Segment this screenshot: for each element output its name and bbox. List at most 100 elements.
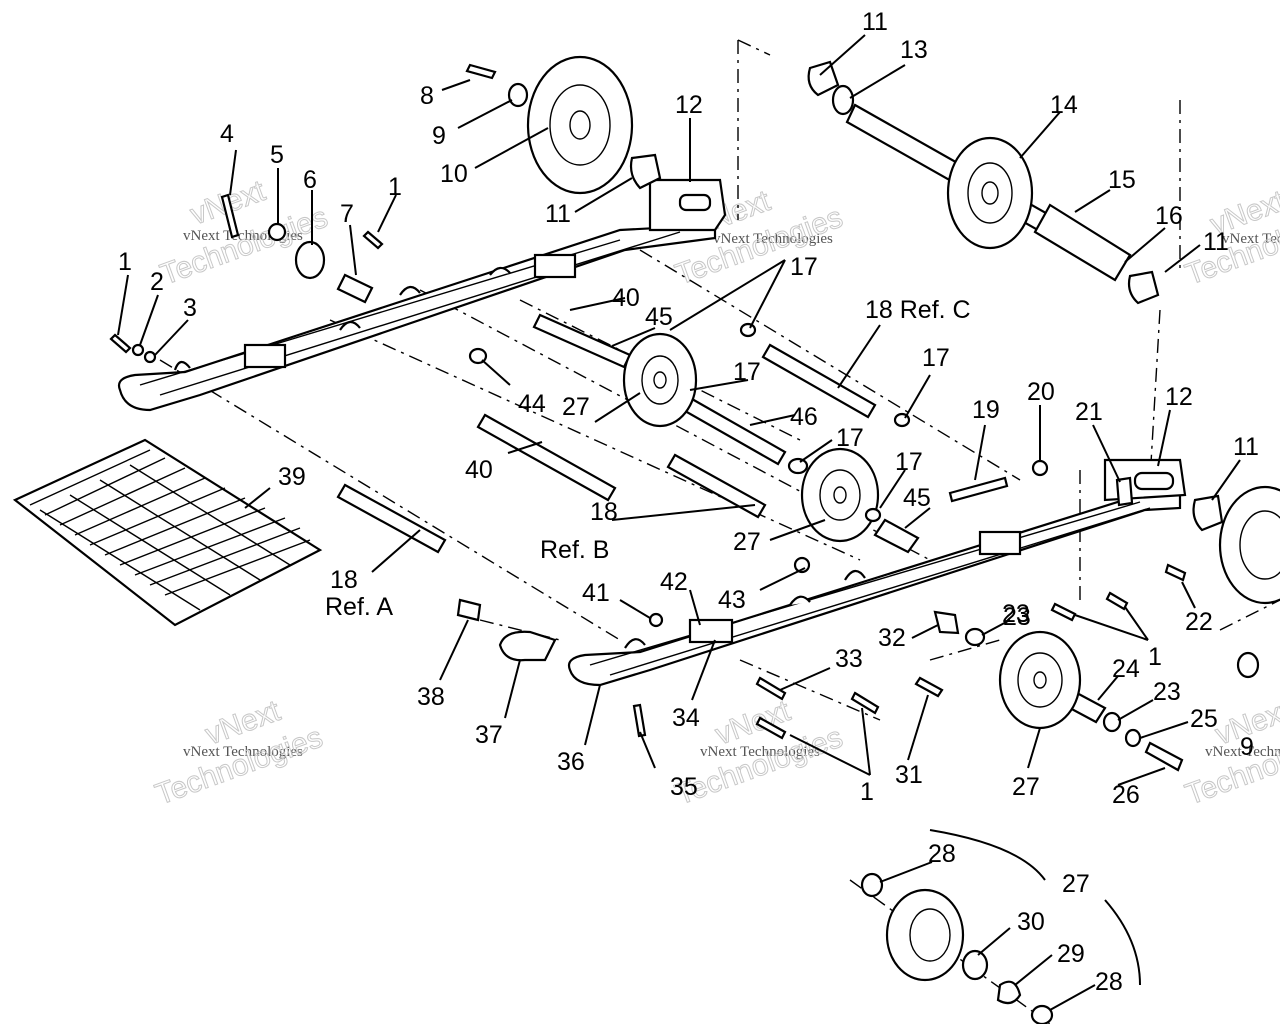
callout-17: 17 bbox=[790, 253, 818, 281]
washer-5 bbox=[267, 222, 287, 242]
callout-37: 37 bbox=[475, 721, 503, 749]
washer-3 bbox=[143, 350, 157, 364]
spacer-28-bottom bbox=[1030, 1004, 1054, 1024]
callout-18-ref-c: 18 Ref. C bbox=[865, 296, 971, 324]
callout-22: 22 bbox=[1185, 608, 1213, 636]
assembly-line bbox=[329, 319, 861, 561]
callout-ref-a: Ref. A bbox=[325, 593, 393, 621]
assembly-line bbox=[639, 249, 1021, 481]
callout-9: 9 bbox=[432, 122, 446, 150]
shaft-40-lower bbox=[476, 413, 617, 502]
callout-17: 17 bbox=[836, 424, 864, 452]
shaft-18-ref-a bbox=[336, 483, 447, 554]
hardware bbox=[109, 60, 1260, 772]
shaft-40-upper bbox=[532, 313, 632, 369]
bolt-31 bbox=[914, 676, 944, 698]
bolt-22 bbox=[1164, 563, 1187, 582]
callout-27: 27 bbox=[733, 528, 761, 556]
watermark-line: vNext Technologies bbox=[700, 744, 820, 760]
callout-26: 26 bbox=[1112, 781, 1140, 809]
bolt-1 bbox=[1105, 591, 1129, 611]
callout-42: 42 bbox=[660, 568, 688, 596]
left-rail bbox=[117, 178, 727, 412]
nut-32 bbox=[933, 610, 960, 635]
callout-5: 5 bbox=[270, 141, 284, 169]
snap-ring-29 bbox=[996, 980, 1022, 1005]
callout-6: 6 bbox=[303, 166, 317, 194]
callout-14: 14 bbox=[1050, 91, 1078, 119]
bolt-26 bbox=[1144, 741, 1184, 772]
spacer-28-top bbox=[860, 872, 884, 898]
callout-46: 46 bbox=[790, 403, 818, 431]
callout-44: 44 bbox=[518, 390, 546, 418]
assembly-line bbox=[159, 359, 621, 641]
slide-block-37 bbox=[498, 630, 557, 662]
callout-28: 28 bbox=[928, 840, 956, 868]
rail-slide-block bbox=[978, 530, 1022, 556]
callout-1: 1 bbox=[118, 248, 132, 276]
assembly-line bbox=[737, 39, 771, 56]
assembly-line bbox=[739, 659, 881, 721]
wheel-27-upper bbox=[622, 332, 698, 428]
wheels bbox=[526, 55, 1280, 1024]
cap-11-top bbox=[807, 60, 840, 97]
callout-17: 17 bbox=[733, 358, 761, 386]
wheel-27-middle bbox=[800, 447, 880, 543]
callout-41: 41 bbox=[582, 579, 610, 607]
bolt-1 bbox=[850, 691, 880, 715]
nut-43 bbox=[793, 556, 811, 574]
callout-18-ref-b-number: 18 bbox=[590, 498, 618, 526]
bolt-4 bbox=[220, 193, 240, 239]
callout-38: 38 bbox=[417, 683, 445, 711]
callout-20: 20 bbox=[1027, 378, 1055, 406]
bolt-33 bbox=[755, 676, 787, 701]
watermark-line: vNext Technologies bbox=[183, 744, 303, 760]
callout-23: 23 bbox=[1153, 678, 1181, 706]
callout-28: 28 bbox=[1095, 968, 1123, 996]
shaft-18-ref-c bbox=[761, 343, 877, 419]
assembly-line bbox=[419, 289, 931, 561]
shaft-18-ref-b bbox=[666, 453, 767, 519]
callout-17: 17 bbox=[895, 448, 923, 476]
wheel-27-lower bbox=[998, 630, 1082, 730]
callout-11: 11 bbox=[1203, 228, 1229, 256]
bolt-8 bbox=[465, 63, 497, 80]
callout-1: 1 bbox=[860, 778, 874, 806]
callout-1: 1 bbox=[388, 173, 402, 201]
bolt-38 bbox=[456, 598, 482, 622]
bolt-1 bbox=[1050, 602, 1077, 622]
callout-45-lower: 45 bbox=[903, 484, 931, 512]
callout-32: 32 bbox=[878, 624, 906, 652]
callout-12: 12 bbox=[1165, 383, 1193, 411]
bolt-19 bbox=[948, 476, 1009, 503]
callout-19: 19 bbox=[972, 396, 1000, 424]
cap-11-left bbox=[629, 153, 662, 190]
cap-11-right bbox=[1127, 270, 1160, 305]
rail-slide-block bbox=[688, 618, 734, 644]
callout-35: 35 bbox=[670, 773, 698, 801]
washer-17 bbox=[864, 507, 882, 523]
wheel-6 bbox=[294, 240, 326, 280]
spacer-15 bbox=[1033, 203, 1132, 282]
callout-11: 11 bbox=[545, 200, 571, 228]
rail-slide-block bbox=[533, 253, 577, 279]
callout-25: 25 bbox=[1190, 705, 1218, 733]
callout-4: 4 bbox=[220, 120, 234, 148]
bearing-30 bbox=[961, 949, 989, 981]
callout-16: 16 bbox=[1155, 202, 1183, 230]
right-rail bbox=[567, 458, 1187, 687]
callout-13: 13 bbox=[900, 36, 928, 64]
washer-13 bbox=[831, 84, 855, 116]
leader-lines bbox=[117, 34, 1241, 1011]
rail-slide-block bbox=[243, 343, 287, 369]
watermark-line: vNext Technologies bbox=[1205, 744, 1280, 760]
callout-45-upper: 45 bbox=[645, 303, 673, 331]
wheel-14 bbox=[946, 136, 1034, 250]
callout-8: 8 bbox=[420, 82, 434, 110]
callout-21: 21 bbox=[1075, 398, 1103, 426]
callout-23: 23 bbox=[1002, 600, 1030, 628]
callout-11: 11 bbox=[1233, 433, 1259, 461]
callout-10: 10 bbox=[440, 160, 468, 188]
callout-18-ref-a-number: 18 bbox=[330, 566, 358, 594]
